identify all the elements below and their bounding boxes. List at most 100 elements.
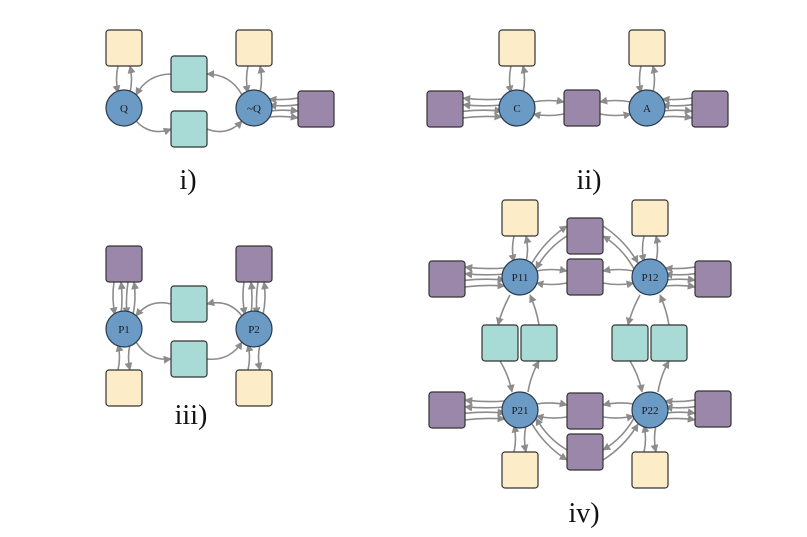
edge-arrow [662, 112, 693, 121]
edge-arrow [650, 425, 659, 453]
resource-purple [694, 260, 732, 298]
edge-arrow [135, 73, 172, 96]
resource-purple [235, 245, 273, 283]
resource-purple [105, 245, 143, 283]
edge-arrow [135, 341, 172, 364]
edge-arrow [464, 275, 506, 284]
edge-arrow [638, 235, 647, 263]
process-p21-circle [501, 391, 539, 429]
edge-arrow [254, 344, 263, 371]
edge-arrow [115, 343, 124, 371]
edge-arrow [462, 112, 503, 121]
edge-arrow [664, 397, 696, 406]
resource-purple [426, 90, 464, 128]
resource-yellow [501, 451, 539, 489]
edge-arrow [602, 280, 635, 289]
process-p2: P2 [235, 310, 273, 348]
panel-label-iii: iii) [175, 400, 208, 431]
panel-label-ii: ii) [577, 165, 602, 196]
edge-arrow [247, 281, 256, 315]
edge-arrow [239, 281, 248, 316]
edge-arrow [662, 106, 693, 115]
resource-purple [691, 90, 729, 128]
edge-arrow [535, 413, 568, 422]
edge-arrow [112, 65, 121, 94]
edge-arrow [269, 106, 299, 115]
resource-yellow [631, 451, 669, 489]
process-q: Q [105, 89, 143, 127]
resource-purple [428, 260, 466, 298]
resource-purple [297, 90, 335, 128]
edge-arrow [625, 294, 641, 326]
resource-purple [563, 89, 601, 127]
edge-arrow [535, 235, 568, 270]
resource-yellow [498, 29, 536, 67]
channel-teal [170, 55, 208, 93]
edge-arrow [599, 111, 632, 120]
process-p11: P11 [501, 258, 539, 296]
process-p2-label: P2 [248, 324, 260, 336]
edge-arrow [535, 417, 568, 451]
process-p12-label: P12 [641, 272, 658, 284]
edge-arrow [135, 120, 172, 136]
edge-arrow [599, 96, 631, 105]
edge-arrow [464, 270, 505, 279]
edge-arrow [464, 403, 505, 412]
edge-arrow [529, 294, 540, 326]
edge-arrow [505, 65, 514, 94]
edge-arrow [665, 408, 696, 417]
edge-arrow [122, 281, 131, 316]
edge-arrow [527, 360, 540, 393]
process-p11-label: P11 [512, 272, 529, 284]
edge-arrow [665, 414, 696, 423]
process-p22-circle [631, 391, 669, 429]
process-p12-circle [631, 258, 669, 296]
edge-arrow [252, 281, 261, 316]
edge-arrow [520, 65, 529, 93]
edge-arrow [268, 101, 299, 110]
process-a: A [628, 89, 666, 127]
edge-arrow [206, 298, 243, 317]
edge-arrow [464, 414, 506, 423]
edge-arrow [206, 341, 243, 361]
edge-arrow [117, 281, 126, 315]
edge-arrow [269, 112, 299, 121]
edge-arrow [245, 343, 254, 371]
resource-yellow [628, 29, 666, 67]
resource-purple [566, 392, 604, 430]
edge-arrow [641, 424, 650, 453]
resource-purple [694, 390, 732, 428]
channel-teal [170, 110, 208, 148]
edge-arrow [531, 423, 568, 461]
edge-arrow [206, 70, 243, 96]
process-c: C [498, 89, 536, 127]
process-p22: P22 [631, 391, 669, 429]
edge-arrow [536, 265, 568, 274]
edge-arrow [653, 235, 662, 262]
edge-arrow [602, 417, 635, 451]
edge-arrow [464, 281, 506, 290]
edge-arrow [650, 65, 659, 93]
process-c-label: C [513, 103, 520, 115]
channel-teal [170, 285, 208, 323]
edge-arrow [602, 399, 634, 408]
edge-arrow [602, 423, 639, 461]
process-not-q-circle [235, 89, 273, 127]
edge-arrow [661, 101, 693, 110]
process-p2-circle [235, 310, 273, 348]
process-p1: P1 [105, 310, 143, 348]
edge-arrow [659, 294, 670, 326]
resource-purple [566, 258, 604, 296]
edge-arrow [661, 95, 693, 104]
resource-yellow [631, 199, 669, 237]
edge-arrow [127, 65, 136, 93]
process-not-q: ~Q [235, 89, 273, 127]
panel-label-iv: iv) [568, 498, 599, 529]
edge-arrow [462, 106, 503, 115]
resource-yellow [235, 369, 273, 407]
edge-arrow [635, 65, 644, 94]
edge-arrow [532, 111, 565, 120]
channel-teal [520, 324, 558, 362]
edge-arrow [206, 120, 243, 133]
